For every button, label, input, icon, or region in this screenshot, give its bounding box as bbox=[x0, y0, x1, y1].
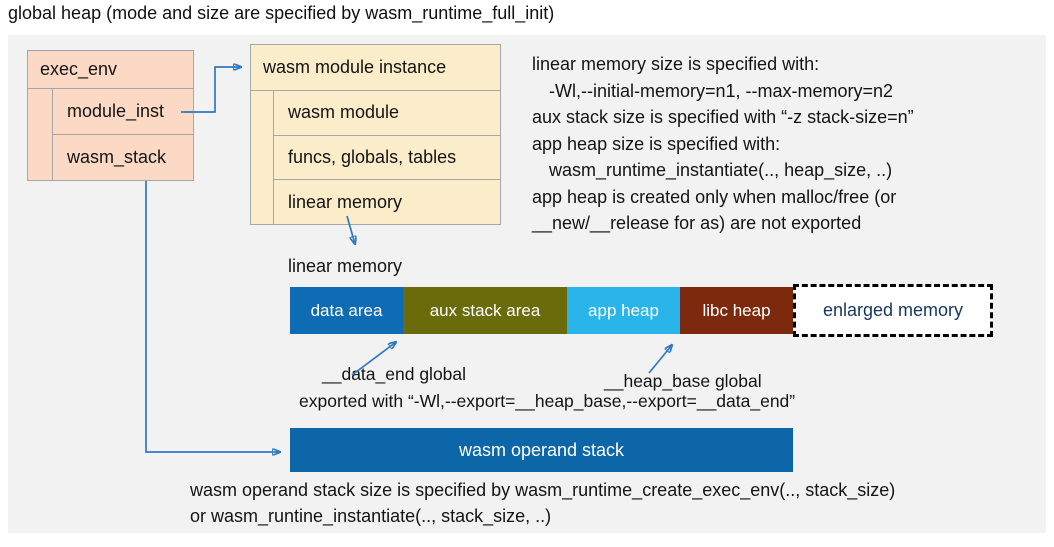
note-line: or wasm_runtine_instantiate(.., stack_si… bbox=[190, 505, 552, 526]
exec-env-body: module_inst wasm_stack bbox=[28, 89, 193, 180]
note-line: app heap is created only when malloc/fre… bbox=[532, 186, 897, 207]
wasm-operand-stack-box: wasm operand stack bbox=[290, 428, 793, 472]
module-instance-body: wasm module funcs, globals, tables linea… bbox=[251, 91, 500, 224]
linear-memory-notes: linear memory size is specified with: -W… bbox=[532, 51, 914, 237]
segment-enlarged-memory: enlarged memory bbox=[793, 284, 993, 337]
note-line: -Wl,--initial-memory=n1, --max-memory=n2 bbox=[549, 80, 894, 101]
module-instance-box: wasm module instance wasm module funcs, … bbox=[250, 44, 501, 225]
note-line: __new/__release for as) are not exported bbox=[532, 213, 862, 233]
module-instance-row-wasm-module: wasm module bbox=[274, 91, 500, 136]
segment-data-area: data area bbox=[290, 287, 403, 334]
note-line: aux stack size is specified with “-z sta… bbox=[532, 107, 914, 127]
segment-aux-stack-area: aux stack area bbox=[403, 287, 567, 334]
module-instance-left-strip bbox=[251, 91, 274, 224]
exec-env-box: exec_env module_inst wasm_stack bbox=[27, 50, 194, 181]
module-instance-row-funcs-globals-tables: funcs, globals, tables bbox=[274, 136, 500, 181]
heap-base-global-label: __heap_base global bbox=[604, 371, 762, 391]
data-end-global-label: __data_end global bbox=[322, 364, 467, 384]
module-instance-rows: wasm module funcs, globals, tables linea… bbox=[274, 91, 500, 224]
linear-memory-bar: data area aux stack area app heap libc h… bbox=[290, 287, 793, 334]
diagram-title: global heap (mode and size are specified… bbox=[8, 3, 555, 23]
export-flags-label: exported with “-Wl,--export=__heap_base,… bbox=[299, 391, 796, 411]
exec-env-row-wasm-stack: wasm_stack bbox=[67, 147, 167, 167]
linear-memory-label: linear memory bbox=[288, 256, 403, 276]
exec-env-rows: module_inst wasm_stack bbox=[53, 89, 193, 180]
note-line: wasm operand stack size is specified by … bbox=[190, 480, 896, 500]
operand-stack-notes: wasm operand stack size is specified by … bbox=[190, 478, 895, 529]
exec-env-header: exec_env bbox=[28, 51, 193, 89]
segment-app-heap: app heap bbox=[567, 287, 680, 334]
note-line: linear memory size is specified with: bbox=[532, 54, 820, 74]
module-instance-row-linear-memory: linear memory bbox=[288, 191, 403, 212]
note-line: app heap size is specified with: bbox=[532, 133, 781, 154]
exec-env-row-module-inst: module_inst bbox=[53, 89, 193, 135]
module-instance-header: wasm module instance bbox=[251, 45, 500, 91]
segment-libc-heap: libc heap bbox=[680, 287, 793, 334]
note-line: wasm_runtime_instantiate(.., heap_size, … bbox=[549, 160, 893, 180]
exec-env-left-strip bbox=[28, 89, 53, 180]
